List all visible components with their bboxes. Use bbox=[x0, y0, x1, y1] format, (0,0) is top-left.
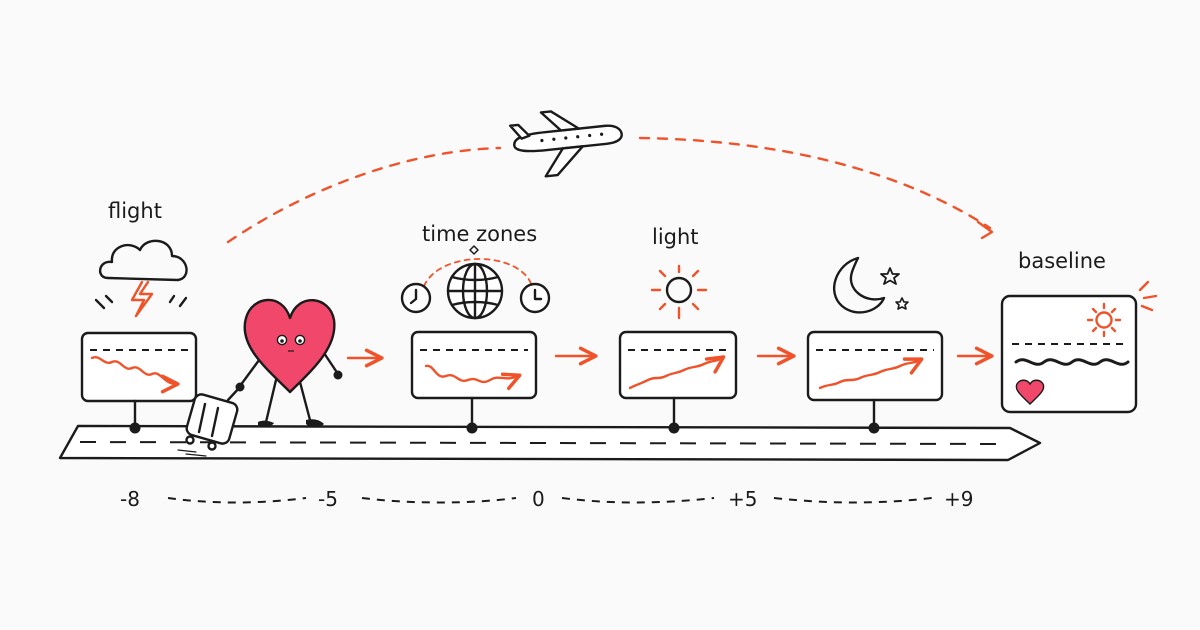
chart-card-flight bbox=[80, 331, 198, 403]
chart-card-time-zones bbox=[410, 330, 538, 400]
sparkle-lines bbox=[1138, 280, 1158, 312]
label-flight: flight bbox=[108, 199, 162, 223]
timeline-node-3 bbox=[668, 422, 680, 434]
tick-label: +9 bbox=[944, 487, 973, 511]
clock-icon bbox=[519, 282, 551, 314]
storm-cloud-icon bbox=[94, 239, 188, 318]
airplane-icon bbox=[509, 110, 623, 178]
tick-label: +5 bbox=[728, 487, 757, 511]
label-baseline: baseline bbox=[1018, 249, 1106, 273]
time-shift-axis: -8 -5 0 +5 +9 bbox=[120, 487, 973, 511]
flight-path-arrowhead bbox=[976, 220, 994, 240]
timeline-node-2 bbox=[466, 422, 478, 434]
chart-card-light bbox=[618, 330, 738, 400]
label-light: light bbox=[652, 225, 699, 249]
time-zone-arc bbox=[423, 258, 533, 287]
tick-label: 0 bbox=[532, 487, 545, 511]
tick-label: -5 bbox=[318, 487, 338, 511]
star-icon bbox=[895, 297, 909, 310]
runway bbox=[58, 424, 1042, 462]
suitcase-icon bbox=[177, 385, 242, 457]
sun-icon bbox=[650, 264, 708, 320]
timeline-node-1 bbox=[129, 422, 141, 434]
moon-icon bbox=[832, 256, 886, 314]
star-icon bbox=[880, 267, 900, 285]
label-time-zones: time zones bbox=[422, 222, 537, 246]
timeline-node-4 bbox=[868, 422, 880, 434]
clock-icon bbox=[400, 282, 432, 314]
tick-label: -8 bbox=[120, 487, 140, 511]
flight-path-arc bbox=[226, 136, 992, 244]
chart-card-baseline bbox=[1000, 294, 1138, 414]
sun-icon bbox=[1086, 302, 1122, 338]
heart-icon bbox=[1015, 379, 1045, 405]
heart-character-icon bbox=[235, 298, 343, 427]
globe-icon bbox=[446, 262, 504, 320]
chart-card-night bbox=[806, 330, 944, 402]
